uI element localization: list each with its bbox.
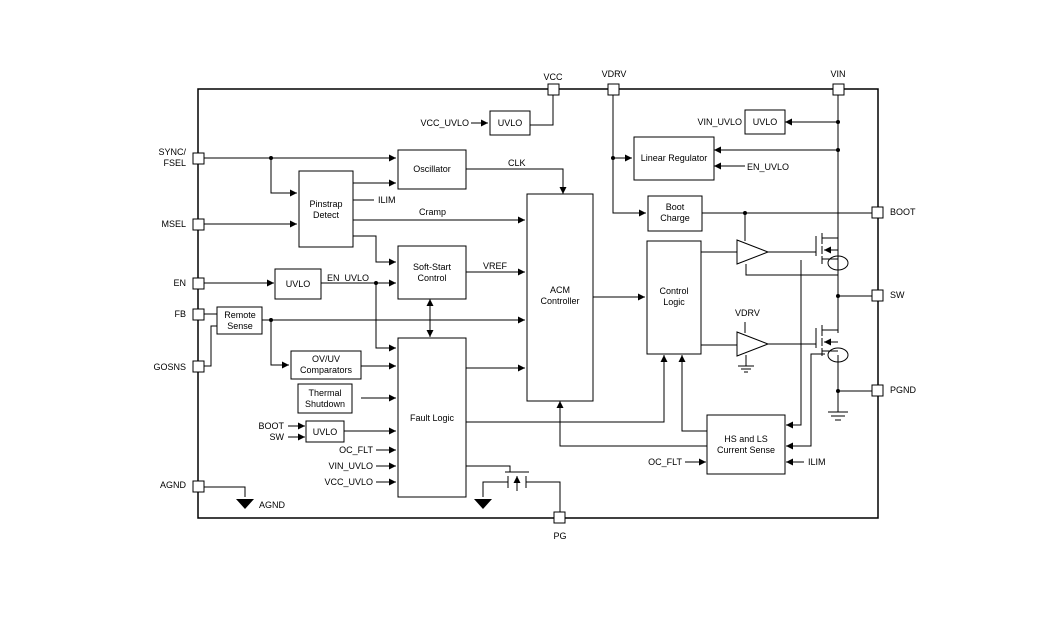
signal-boot-in: BOOT (258, 421, 284, 431)
svg-text:Oscillator: Oscillator (413, 164, 451, 174)
svg-text:UVLO: UVLO (286, 279, 311, 289)
signal-oc-flt-cs: OC_FLT (648, 457, 682, 467)
svg-text:ACM: ACM (550, 285, 570, 295)
high-side-mosfet-icon (815, 233, 849, 271)
fault-logic-block: Fault Logic (397, 337, 467, 498)
uvlo-boot-block: UVLO (305, 420, 345, 443)
pin-agnd (192, 480, 205, 493)
pin-fb (192, 308, 205, 321)
control-logic-block: Control Logic (646, 240, 702, 355)
signal-labels: VCC_UVLO VIN_UVLO EN_UVLO CLK ILIM Cramp… (258, 117, 825, 510)
svg-text:SYNC/: SYNC/ (158, 147, 186, 157)
signal-ilim-cs: ILIM (808, 457, 826, 467)
signal-sw-in: SW (270, 432, 285, 442)
oscillator-block: Oscillator (397, 149, 467, 190)
signal-vdrv-lowside: VDRV (735, 308, 760, 318)
pins: VCC VDRV VIN SYNC/ FSEL MSEL EN FB GOSNS… (153, 69, 916, 541)
svg-text:BOOT: BOOT (890, 207, 916, 217)
uvlo-vin-block: UVLO (744, 109, 786, 135)
remote-sense-block: Remote Sense (216, 306, 263, 335)
svg-text:Charge: Charge (660, 213, 690, 223)
svg-text:AGND: AGND (160, 480, 187, 490)
svg-text:GOSNS: GOSNS (153, 362, 186, 372)
signal-en-uvlo: EN_UVLO (327, 273, 369, 283)
pin-msel (192, 218, 205, 231)
junction-dots (269, 120, 840, 393)
signal-vin-uvlo-fault: VIN_UVLO (328, 461, 373, 471)
svg-text:Current Sense: Current Sense (717, 445, 775, 455)
signal-ilim-pinstrap: ILIM (378, 195, 396, 205)
svg-text:MSEL: MSEL (161, 219, 186, 229)
svg-text:FSEL: FSEL (163, 158, 186, 168)
svg-text:SW: SW (890, 290, 905, 300)
linear-regulator-block: Linear Regulator (633, 136, 715, 181)
svg-text:UVLO: UVLO (313, 427, 338, 437)
svg-text:Thermal: Thermal (308, 388, 341, 398)
pinstrap-detect-block: Pinstrap Detect (298, 170, 354, 248)
pin-gosns (192, 360, 205, 373)
svg-text:HS and LS: HS and LS (724, 434, 768, 444)
boot-charge-block: Boot Charge (647, 195, 703, 232)
svg-text:Logic: Logic (663, 297, 685, 307)
svg-text:Sense: Sense (227, 321, 253, 331)
svg-text:PG: PG (553, 531, 566, 541)
svg-text:VDRV: VDRV (602, 69, 627, 79)
svg-text:EN: EN (173, 278, 186, 288)
uvlo-en-block: UVLO (274, 268, 322, 300)
svg-text:OV/UV: OV/UV (312, 354, 340, 364)
agnd-ground-icon (236, 499, 254, 509)
svg-text:Control: Control (659, 286, 688, 296)
signal-agnd: AGND (259, 500, 286, 510)
svg-text:VCC: VCC (543, 72, 563, 82)
svg-text:Shutdown: Shutdown (305, 399, 345, 409)
svg-text:Remote: Remote (224, 310, 256, 320)
signal-cramp: Cramp (419, 207, 446, 217)
svg-text:Fault Logic: Fault Logic (410, 413, 455, 423)
svg-text:Comparators: Comparators (300, 365, 353, 375)
svg-text:UVLO: UVLO (753, 117, 778, 127)
svg-text:Control: Control (417, 273, 446, 283)
uvlo-vcc-block: UVLO (489, 110, 531, 136)
pin-vcc (547, 83, 560, 96)
pin-sw (871, 289, 884, 302)
svg-text:Detect: Detect (313, 210, 340, 220)
signal-clk: CLK (508, 158, 526, 168)
signal-vcc-uvlo: VCC_UVLO (420, 118, 469, 128)
pin-sync-fsel (192, 152, 205, 165)
pin-boot (871, 206, 884, 219)
pin-pgnd (871, 384, 884, 397)
pin-en (192, 277, 205, 290)
high-side-driver-icon (736, 239, 770, 265)
signal-vin-uvlo: VIN_UVLO (697, 117, 742, 127)
signal-vcc-uvlo-fault: VCC_UVLO (324, 477, 373, 487)
svg-text:VIN: VIN (830, 69, 845, 79)
svg-text:PGND: PGND (890, 385, 917, 395)
signal-oc-flt-fault: OC_FLT (339, 445, 373, 455)
wires (204, 95, 878, 512)
acm-controller-block: ACM Controller (526, 193, 594, 402)
svg-text:Pinstrap: Pinstrap (309, 199, 342, 209)
pin-vin (832, 83, 845, 96)
device-outline (197, 88, 879, 519)
hs-ls-current-sense-block: HS and LS Current Sense (706, 414, 786, 475)
pg-ground-icon (474, 499, 492, 509)
soft-start-control-block: Soft-Start Control (397, 245, 467, 300)
low-side-mosfet-icon (815, 325, 849, 363)
svg-text:Linear Regulator: Linear Regulator (641, 153, 708, 163)
svg-text:Boot: Boot (666, 202, 685, 212)
svg-text:Soft-Start: Soft-Start (413, 262, 452, 272)
thermal-shutdown-block: Thermal Shutdown (297, 383, 353, 414)
svg-text:FB: FB (174, 309, 186, 319)
pin-pg (553, 511, 566, 524)
low-side-driver-icon (736, 331, 770, 357)
svg-text:Controller: Controller (540, 296, 579, 306)
svg-text:UVLO: UVLO (498, 118, 523, 128)
signal-en-uvlo-linreg: EN_UVLO (747, 162, 789, 172)
signal-vref: VREF (483, 261, 508, 271)
ov-uv-comparators-block: OV/UV Comparators (290, 350, 362, 380)
pin-vdrv (607, 83, 620, 96)
